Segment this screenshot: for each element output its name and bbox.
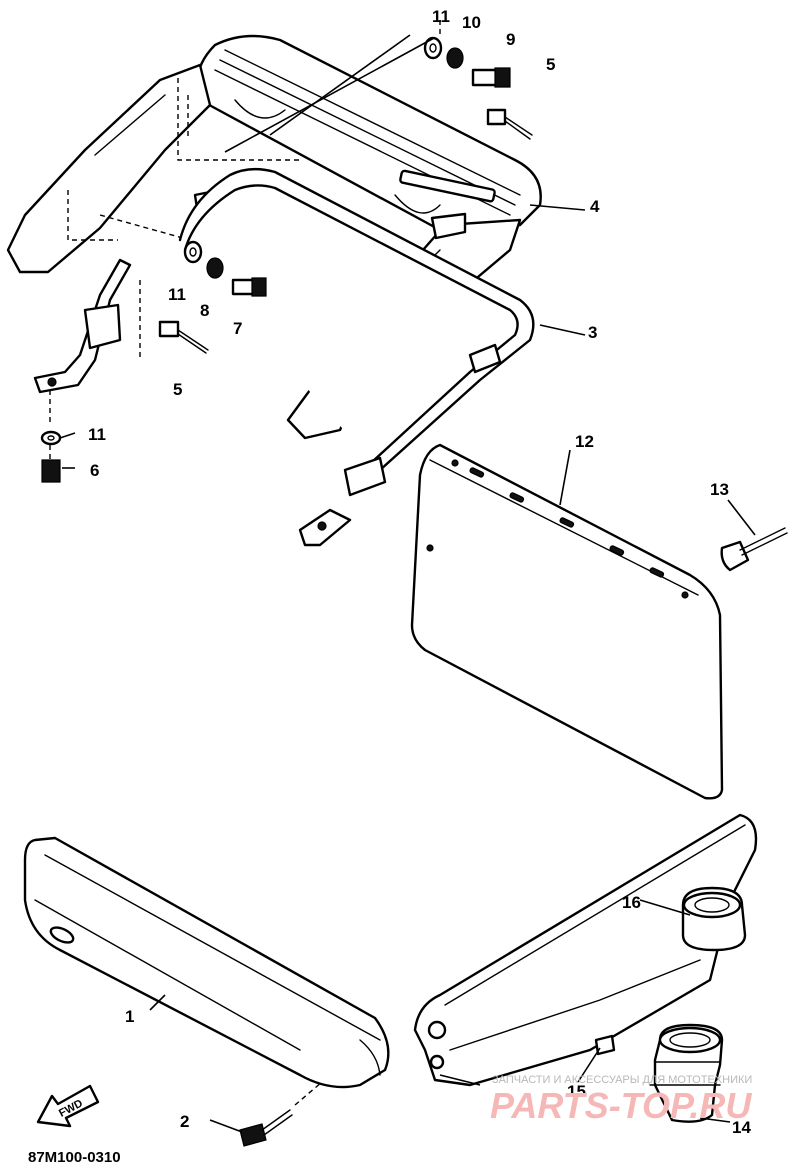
forward-arrow-icon: FWD (36, 1084, 100, 1128)
callout-5-mid: 5 (173, 380, 182, 399)
callout-2: 2 (180, 1112, 189, 1131)
mud-flap-part-12 (410, 443, 724, 800)
callout-4: 4 (590, 197, 600, 216)
callout-3: 3 (588, 323, 597, 342)
callout-11-mid: 11 (168, 285, 186, 304)
grommet-part-16 (681, 886, 747, 952)
callout-16: 16 (622, 893, 641, 912)
callout-11-low: 11 (88, 425, 106, 444)
callout-6: 6 (90, 461, 99, 480)
frame-stay-part-3 (33, 167, 535, 547)
callout-11-top: 11 (432, 7, 450, 26)
callout-1: 1 (125, 1007, 134, 1026)
callout-13: 13 (710, 480, 729, 499)
diagram-code: 87M100-0310 (28, 1149, 121, 1166)
bolt-part-2 (239, 1081, 323, 1147)
rear-bracket-assembly (413, 813, 758, 1123)
callout-labels: 11 10 9 5 4 3 11 8 7 5 11 6 12 13 16 1 1… (88, 7, 751, 1137)
watermark-brand: PARTS-TOP.RU (490, 1085, 752, 1126)
callout-10: 10 (462, 13, 481, 32)
leader-lines (59, 34, 756, 1133)
watermark: ЗАПЧАСТИ И АКСЕССУАРЫ ДЛЯ МОТОТЕХНИКИ PA… (490, 1074, 752, 1126)
callout-7: 7 (233, 319, 242, 338)
callout-12: 12 (575, 432, 594, 451)
callout-5-top: 5 (546, 55, 555, 74)
callout-9: 9 (506, 30, 515, 49)
callout-14: 14 (732, 1118, 751, 1137)
collar-part-14 (649, 1023, 724, 1123)
callout-15: 15 (567, 1082, 586, 1101)
rivet-part-13 (720, 527, 788, 572)
callout-8: 8 (200, 301, 209, 320)
lower-bar-part-1 (23, 836, 390, 1089)
hardware-top (40, 36, 533, 483)
watermark-caption: ЗАПЧАСТИ И АКСЕССУАРЫ ДЛЯ МОТОТЕХНИКИ (492, 1074, 752, 1086)
